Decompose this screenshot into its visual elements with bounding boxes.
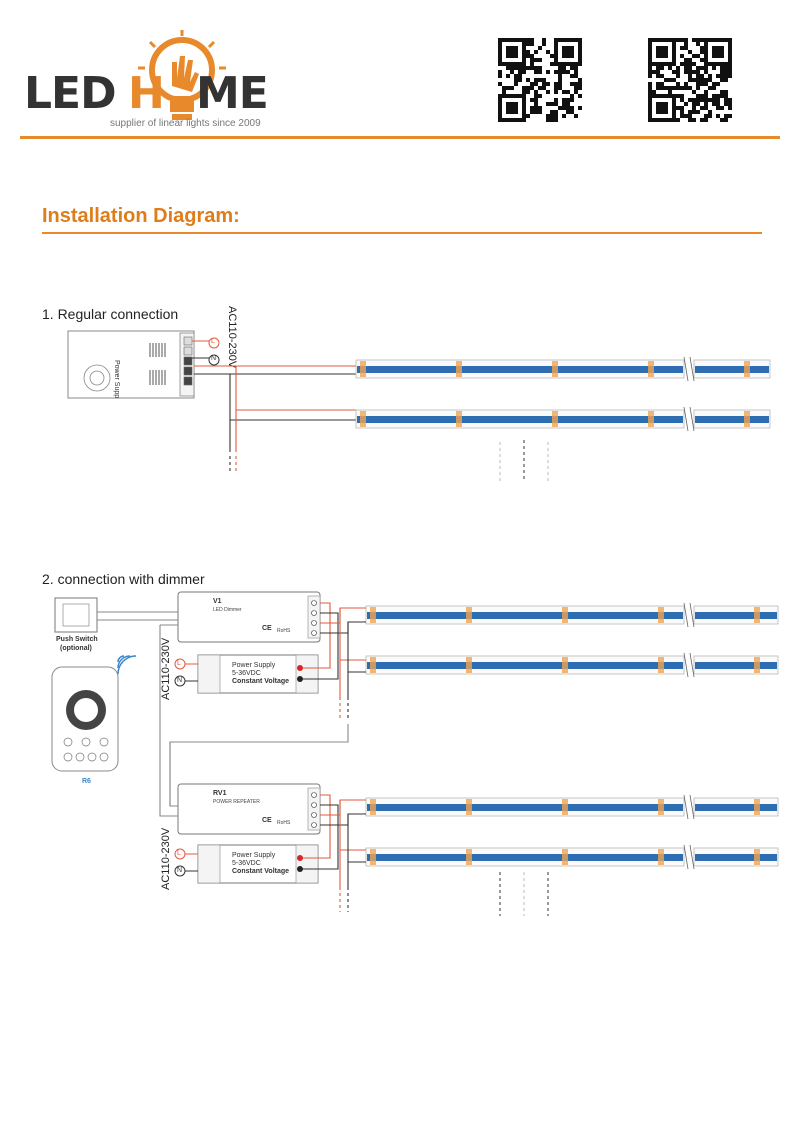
solder-pad — [552, 361, 558, 377]
led-strip — [355, 356, 771, 382]
psu1-title: Power Supply — [232, 662, 276, 669]
solder-pad — [456, 361, 462, 377]
solder-pad — [466, 799, 472, 815]
solder-pad — [466, 607, 472, 623]
remote-label: R6 — [82, 778, 91, 785]
solder-pad — [552, 411, 558, 427]
solder-pad — [658, 849, 664, 865]
logo-text-h: H — [128, 68, 165, 119]
solder-pad — [754, 799, 760, 815]
qr-code-icon — [498, 38, 582, 122]
led-strip — [365, 652, 779, 678]
push-switch-label: Push Switch — [56, 636, 98, 643]
n-terminal-label: N — [211, 355, 217, 362]
solder-pad — [754, 849, 760, 865]
diagram2-heading: 2. connection with dimmer — [42, 571, 205, 587]
dimmer-subtitle: LED Dimmer — [213, 607, 242, 613]
solder-pad — [562, 607, 568, 623]
logo-text-me: ME — [196, 68, 269, 119]
psu2-mode: Constant Voltage — [232, 868, 290, 875]
solder-pad — [370, 799, 376, 815]
header-divider — [20, 136, 780, 139]
section-divider — [42, 232, 762, 234]
l-terminal-label: L — [211, 338, 215, 345]
logo-text-led: LED — [24, 68, 117, 119]
solder-pad — [370, 607, 376, 623]
psu1-mode: Constant Voltage — [232, 678, 290, 685]
led-strip — [365, 794, 779, 820]
solder-pad — [658, 607, 664, 623]
logo-tagline: supplier of linear lights since 2009 — [110, 118, 261, 129]
led-strip — [365, 844, 779, 870]
psu1-voltage: 5-36VDC — [232, 670, 261, 677]
diagram2-voltage-label-bottom: AC110-230V — [160, 827, 172, 890]
solder-pad — [658, 799, 664, 815]
repeater-rohs-mark: RoHS — [277, 820, 291, 826]
solder-pad — [456, 411, 462, 427]
led-strip — [355, 406, 771, 432]
push-switch-sublabel: (optional) — [60, 645, 92, 652]
repeater-title: RV1 — [213, 790, 227, 797]
power-supply-unit — [67, 330, 195, 399]
logo-bulb-icon — [138, 30, 226, 120]
dimmer-rohs-mark: RoHS — [277, 628, 291, 634]
solder-pad — [360, 411, 366, 427]
power-repeater-unit — [177, 783, 321, 835]
solder-pad — [360, 361, 366, 377]
brand-logo — [22, 28, 262, 138]
solder-pad — [744, 411, 750, 427]
psu2-voltage: 5-36VDC — [232, 860, 261, 867]
solder-pad — [562, 657, 568, 673]
qr-code-icon — [648, 38, 732, 122]
solder-pad — [370, 657, 376, 673]
diagram2-voltage-label-top: AC110-230V — [160, 637, 172, 700]
solder-pad — [754, 657, 760, 673]
l-terminal-label: L — [177, 660, 181, 667]
psu-label: Power Supp — [113, 360, 120, 399]
repeater-ce-mark: CE — [262, 817, 272, 824]
power-supply-unit — [197, 654, 319, 694]
solder-pad — [466, 657, 472, 673]
section-title: Installation Diagram: — [42, 205, 240, 227]
dimmer-ce-mark: CE — [262, 625, 272, 632]
solder-pad — [754, 607, 760, 623]
led-strip — [365, 602, 779, 628]
solder-pad — [658, 657, 664, 673]
push-switch-icon — [54, 597, 98, 633]
repeater-subtitle: POWER REPEATER — [213, 799, 260, 805]
remote-control-icon — [51, 666, 119, 772]
solder-pad — [370, 849, 376, 865]
solder-pad — [648, 361, 654, 377]
l-terminal-label: L — [177, 850, 181, 857]
solder-pad — [466, 849, 472, 865]
solder-pad — [562, 799, 568, 815]
diagram1-heading: 1. Regular connection — [42, 306, 179, 322]
n-terminal-label: N — [177, 677, 183, 684]
wireless-signal-icon — [117, 655, 137, 675]
power-supply-unit — [197, 844, 319, 884]
solder-pad — [744, 361, 750, 377]
psu2-title: Power Supply — [232, 852, 276, 859]
led-dimmer-unit — [177, 591, 321, 643]
n-terminal-label: N — [177, 867, 183, 874]
dimmer-title: V1 — [213, 598, 222, 605]
solder-pad — [648, 411, 654, 427]
solder-pad — [562, 849, 568, 865]
